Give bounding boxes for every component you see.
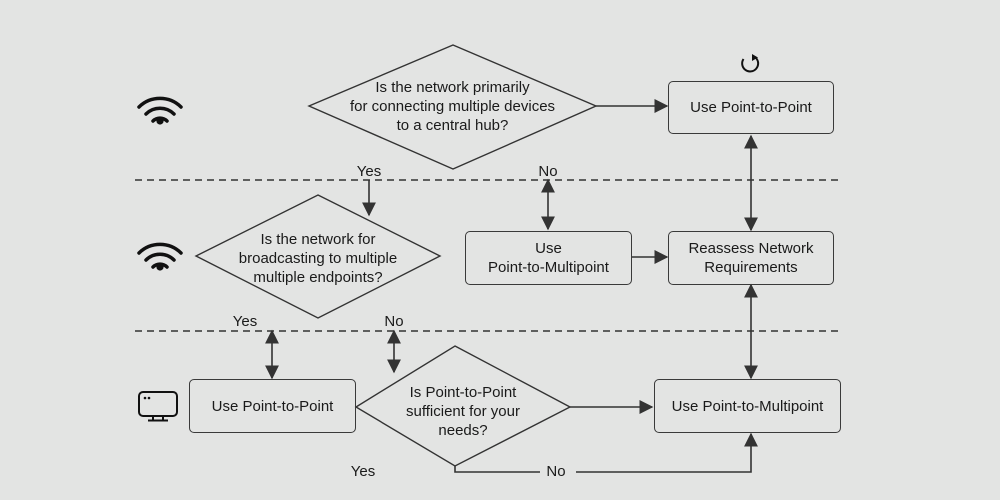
- decision-3-line-3: needs?: [438, 422, 488, 439]
- refresh-icon: [741, 54, 760, 73]
- box-mid-use-point-to-multipoint: Use Point-to-Multipoint: [465, 231, 632, 285]
- box-bottom-use-point-to-multipoint: Use Point-to-Multipoint: [654, 379, 841, 433]
- box-bottom-use-point-to-point-label: Use Point-to-Point: [211, 397, 334, 415]
- wifi-icon: [137, 96, 183, 125]
- edge-label-yes-1: Yes: [356, 163, 382, 180]
- decision-2-shape: [194, 194, 442, 319]
- box-reassess-network-requirements: Reassess Network Requirements: [668, 231, 834, 285]
- decision-2-line-2: broadcasting to multiple: [238, 250, 398, 267]
- box-reassess-line-1: Reassess Network: [688, 240, 814, 257]
- decision-1-line-3: to a central hub?: [396, 117, 509, 134]
- box-bottom-use-point-to-multipoint-label: Use Point-to-Multipoint: [671, 397, 824, 415]
- decision-2-line-1: Is the network for: [260, 231, 376, 248]
- decision-1-line-2: for connecting multiple devices: [349, 98, 556, 115]
- edge-d3-no-to-bot-p2mp-2: [576, 432, 758, 473]
- edge-label-no-2: No: [384, 313, 404, 330]
- edge-label-no-1: No: [538, 163, 558, 180]
- box-mid-line-2: Point-to-Multipoint: [488, 259, 609, 276]
- box-mid-line-1: Use: [535, 240, 562, 257]
- decision-3-line-1: Is Point-to-Point: [409, 384, 517, 401]
- edge-label-no-3: No: [546, 463, 566, 480]
- decision-3-line-2: sufficient for your: [406, 403, 520, 420]
- decision-1-shape: [307, 44, 598, 170]
- edge-d3-no-to-bot-p2mp: [454, 466, 540, 473]
- decision-3-text: Is Point-to-Point sufficient for your ne…: [356, 383, 570, 440]
- decision-1-text: Is the network primarily for connecting …: [309, 78, 596, 135]
- box-top-use-point-to-point-label: Use Point-to-Point: [690, 99, 812, 116]
- decision-1-line-1: Is the network primarily: [375, 79, 530, 96]
- wifi-icon: [137, 242, 183, 271]
- monitor-icon: [138, 391, 178, 422]
- edge-label-yes-3: Yes: [350, 463, 376, 480]
- box-bottom-use-point-to-point: Use Point-to-Point: [189, 379, 356, 433]
- box-top-use-point-to-point: Use Point-to-Point: [668, 81, 834, 134]
- box-reassess-line-2: Requirements: [704, 259, 798, 276]
- decision-2-text: Is the network for broadcasting to multi…: [196, 230, 440, 287]
- edge-label-yes-2: Yes: [232, 313, 258, 330]
- decision-2-line-3: multiple endpoints?: [253, 269, 383, 286]
